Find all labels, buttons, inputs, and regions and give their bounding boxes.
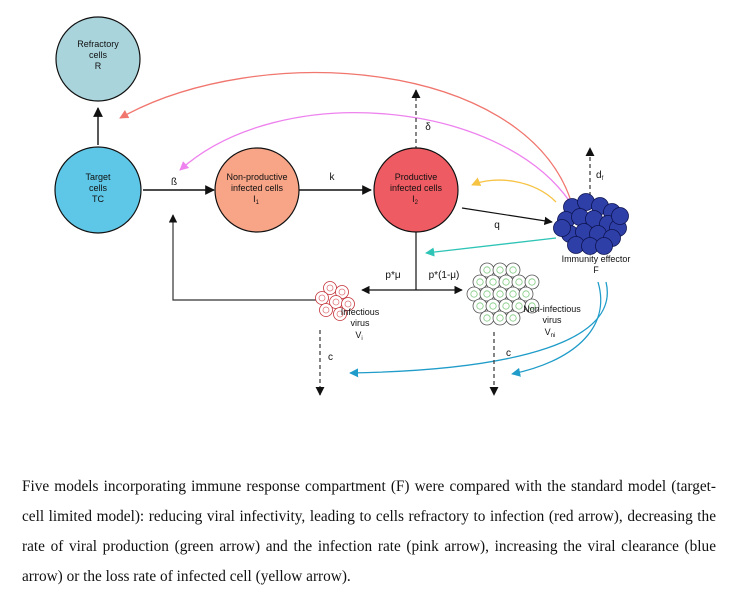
yellow-arrow (471, 177, 557, 203)
noninfectious-virion-core (509, 266, 517, 274)
noninfectious-virion-core (483, 266, 491, 274)
rate-q: q (494, 220, 500, 231)
noninfectious-virion-core (515, 302, 523, 310)
infectious-virion (341, 297, 355, 311)
infectious-virion-core (344, 300, 352, 308)
noninfectious-virion-core (496, 314, 504, 322)
blue-arrow-1 (349, 281, 608, 378)
noninfectious-virus-cluster (466, 262, 540, 326)
infectious-virion-core (332, 298, 340, 306)
noninfectious-label-2: virus (542, 315, 562, 325)
immunity-symbol: F (593, 265, 599, 275)
infectious-virion-core (336, 310, 344, 318)
infectious-virion (335, 285, 349, 299)
rate-c-noninfectious: c (506, 348, 511, 359)
immunity-effector-node: Immunity effector F (553, 193, 631, 275)
noninfectious-virion-core (502, 278, 510, 286)
noninfectious-virion-core (489, 278, 497, 286)
productive-label-1: Productive (395, 172, 438, 182)
noninfectious-virion-core (502, 302, 510, 310)
noninfectious-virion-core (496, 290, 504, 298)
refractory-label-1: Refractory (77, 39, 119, 49)
nonproductive-label-2: infected cells (231, 183, 284, 193)
target-cells-node: Target cells TC (54, 146, 142, 234)
arrow-virus-to-beta (168, 214, 318, 301)
immunity-label: Immunity effector (562, 254, 631, 264)
noninfectious-virion-core (483, 314, 491, 322)
infectious-virion-core (338, 288, 346, 296)
rate-beta: ß (171, 177, 177, 188)
infectious-virus-cluster (315, 281, 355, 321)
noninfectious-virion-core (476, 278, 484, 286)
arrow-q (461, 207, 553, 225)
infectious-virion-core (318, 294, 326, 302)
noninfectious-virion (524, 274, 540, 290)
infectious-virion (315, 291, 329, 305)
noninfectious-virion-core (489, 302, 497, 310)
rate-p-mu: p*μ (385, 270, 400, 281)
rate-p-one-minus-mu: p*(1-μ) (429, 270, 460, 281)
noninfectious-virion-core (476, 302, 484, 310)
nonproductive-label-1: Non-productive (226, 172, 287, 182)
nonproductive-symbol: I1 (253, 194, 260, 206)
noninfectious-virion (524, 298, 540, 314)
refractory-symbol: R (95, 61, 102, 71)
noninfectious-virus-node: Non-infectious virus Vni (466, 262, 581, 339)
infectious-virion-core (326, 284, 334, 292)
noninfectious-virion (505, 310, 521, 326)
model-diagram: Refractory cells R Target cells TC Non-p… (54, 16, 631, 396)
noninfectious-virion-core (496, 266, 504, 274)
noninfectious-label-1: Non-infectious (523, 304, 581, 314)
rate-df: df (596, 170, 604, 182)
infectious-virion (333, 307, 347, 321)
nonproductive-cells-node: Non-productive infected cells I1 (214, 147, 300, 233)
refractory-label-2: cells (89, 50, 108, 60)
infectious-virion (319, 303, 333, 317)
productive-label-2: infected cells (390, 183, 443, 193)
noninfectious-virion (492, 310, 508, 326)
noninfectious-virion-core (522, 290, 530, 298)
green-arrow (425, 237, 557, 257)
effector-cell (611, 207, 629, 225)
blue-arrow-2 (511, 281, 602, 377)
rate-delta: δ (425, 122, 431, 133)
target-label-1: Target (85, 172, 111, 182)
productive-symbol: I2 (412, 194, 419, 206)
infectious-label-1: Infectious (341, 307, 380, 317)
red-arrow (119, 71, 571, 199)
target-symbol: TC (92, 194, 104, 204)
effector-cell-cluster (553, 193, 629, 255)
refractory-cells-node: Refractory cells R (55, 16, 141, 102)
effector-cell (553, 219, 571, 237)
noninfectious-virion-core (483, 290, 491, 298)
rate-c-infectious: c (328, 352, 333, 363)
noninfectious-virion-core (528, 302, 536, 310)
noninfectious-virion-core (515, 278, 523, 286)
infectious-virus-node: Infectious virus Vi (315, 281, 380, 342)
pink-arrow (179, 112, 571, 203)
figure-caption: Five models incorporating immune respons… (22, 478, 716, 585)
infectious-virion-core (322, 306, 330, 314)
effector-cell (595, 237, 613, 255)
infectious-symbol: Vi (355, 330, 362, 342)
noninfectious-virion-core (509, 314, 517, 322)
target-label-2: cells (89, 183, 108, 193)
noninfectious-virion (518, 286, 534, 302)
noninfectious-virion (479, 310, 495, 326)
noninfectious-symbol: Vni (545, 327, 556, 339)
noninfectious-virion (472, 298, 488, 314)
infectious-label-2: virus (350, 318, 370, 328)
noninfectious-virion-core (509, 290, 517, 298)
noninfectious-virion-core (528, 278, 536, 286)
productive-cells-node: Productive infected cells I2 (373, 147, 459, 233)
rate-k: k (330, 172, 336, 183)
noninfectious-virion (505, 262, 521, 278)
noninfectious-virion-core (470, 290, 478, 298)
